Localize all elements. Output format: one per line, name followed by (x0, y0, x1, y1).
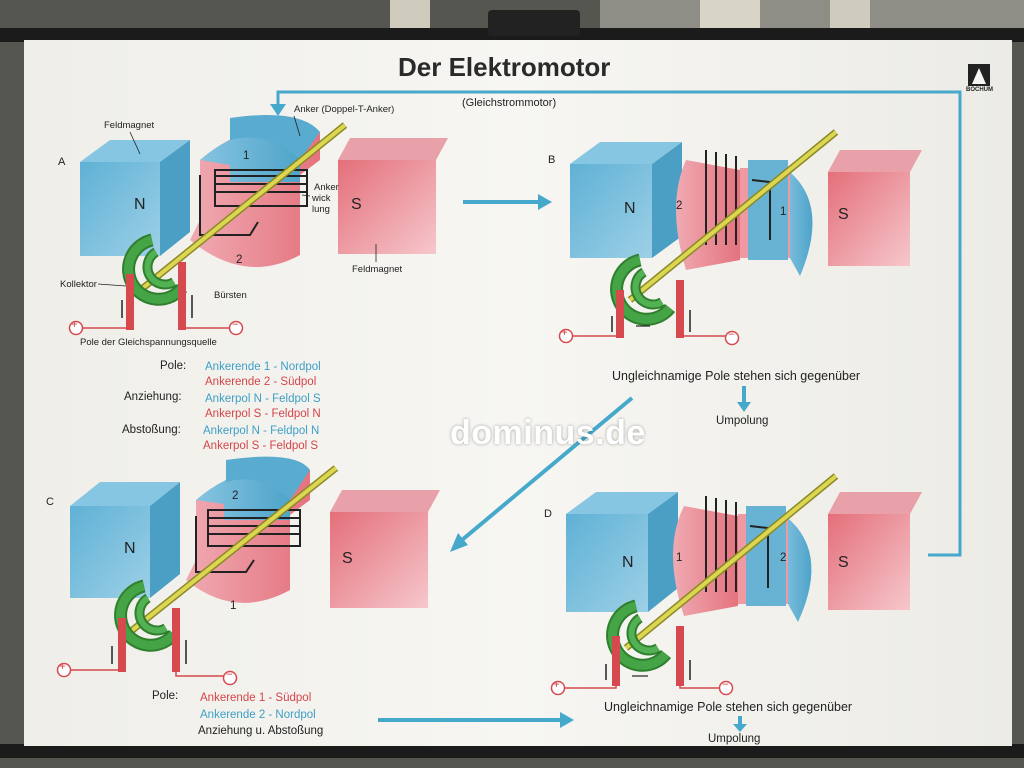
panel-d-pole-s: S (838, 554, 849, 571)
panel-d-umpolung: Umpolung (708, 733, 761, 745)
legend-1-pole-line2: Ankerende 2 - Südpol (205, 376, 317, 388)
panel-a-buersten: Bürsten (214, 290, 247, 301)
panel-c-plus: + (59, 661, 66, 673)
panel-d-artwork (550, 473, 922, 696)
legend-2-note: Anziehung u. Abstoßung (198, 725, 324, 737)
panel-a-armature-1: 1 (243, 150, 250, 162)
panel-b-artwork (558, 129, 922, 346)
legend-1-anziehung-label: Anziehung: (124, 391, 182, 403)
chart-subtitle: (Gleichstrommotor) (462, 97, 557, 109)
panel-b-pole-s: S (838, 206, 849, 223)
panel-a-minus: − (232, 319, 239, 331)
panel-a-pole-s: S (351, 196, 362, 213)
publisher-logo: BOCHUM (966, 87, 993, 93)
legend-1-pole-label: Pole: (160, 360, 187, 372)
panel-d-pole-n: N (622, 554, 634, 571)
panel-a-anker: Anker (Doppel-T-Anker) (294, 104, 395, 115)
panel-b-letter: B (548, 154, 556, 166)
panel-d-caption: Ungleichnamige Pole stehen sich gegenübe… (604, 700, 853, 714)
panel-c-pole-s: S (342, 550, 353, 567)
panel-c-letter: C (46, 496, 54, 508)
panel-b-minus: − (728, 329, 735, 341)
panel-a-wicklung-1: Anker (314, 182, 339, 193)
chart-title: Der Elektromotor (398, 52, 611, 82)
panel-a-letter: A (58, 156, 66, 168)
legend-1-anziehung-line1: Ankerpol N - Feldpol S (205, 393, 321, 405)
panel-b-plus: + (561, 327, 568, 339)
legend-2-pole-line1: Ankerende 1 - Südpol (200, 692, 312, 704)
panel-d-plus: + (553, 679, 560, 691)
panel-b-caption: Ungleichnamige Pole stehen sich gegenübe… (612, 369, 861, 383)
panel-d-minus: − (722, 679, 729, 691)
panel-a-pole-quelle: Pole der Gleichspannungsquelle (80, 337, 217, 348)
legend-1-abstossung-line1: Ankerpol N - Feldpol N (203, 425, 320, 437)
panel-b-armature-2: 2 (676, 200, 683, 212)
panel-c-pole-n: N (124, 540, 136, 557)
panel-a-wicklung-3: lung (312, 204, 330, 215)
legend-1-pole-line1: Ankerende 1 - Nordpol (205, 361, 321, 373)
panel-a-plus: + (71, 319, 78, 331)
panel-a-feldmagnet-bottom: Feldmagnet (352, 264, 403, 275)
panel-c-minus: − (226, 669, 233, 681)
panel-d-armature-1: 1 (676, 552, 683, 564)
legend-1-abstossung-label: Abstoßung: (122, 424, 181, 436)
panel-d-armature-2: 2 (780, 552, 787, 564)
panel-a-feldmagnet-top: Feldmagnet (104, 120, 155, 131)
panel-b-armature-1: 1 (780, 206, 787, 218)
panel-a-wicklung-2: wick (312, 193, 331, 204)
panel-a-artwork (68, 115, 448, 336)
watermark: dominus.de (450, 414, 646, 452)
legend-1-abstossung-line2: Ankerpol S - Feldpol S (203, 440, 319, 452)
legend-1-anziehung-line2: Ankerpol S - Feldpol N (205, 408, 321, 420)
panel-c-armature-2: 2 (232, 490, 239, 502)
panel-c-armature-1: 1 (230, 600, 237, 612)
panel-b-umpolung: Umpolung (716, 415, 769, 427)
panel-a-armature-2: 2 (236, 254, 243, 266)
legend-2-pole-line2: Ankerende 2 - Nordpol (200, 709, 316, 721)
panel-c-artwork (56, 456, 440, 686)
legend-2-pole-label: Pole: (152, 690, 179, 702)
panel-d-letter: D (544, 508, 552, 520)
panel-a-pole-n: N (134, 196, 146, 213)
panel-b-pole-n: N (624, 200, 636, 217)
panel-a-kollektor: Kollektor (60, 279, 97, 290)
